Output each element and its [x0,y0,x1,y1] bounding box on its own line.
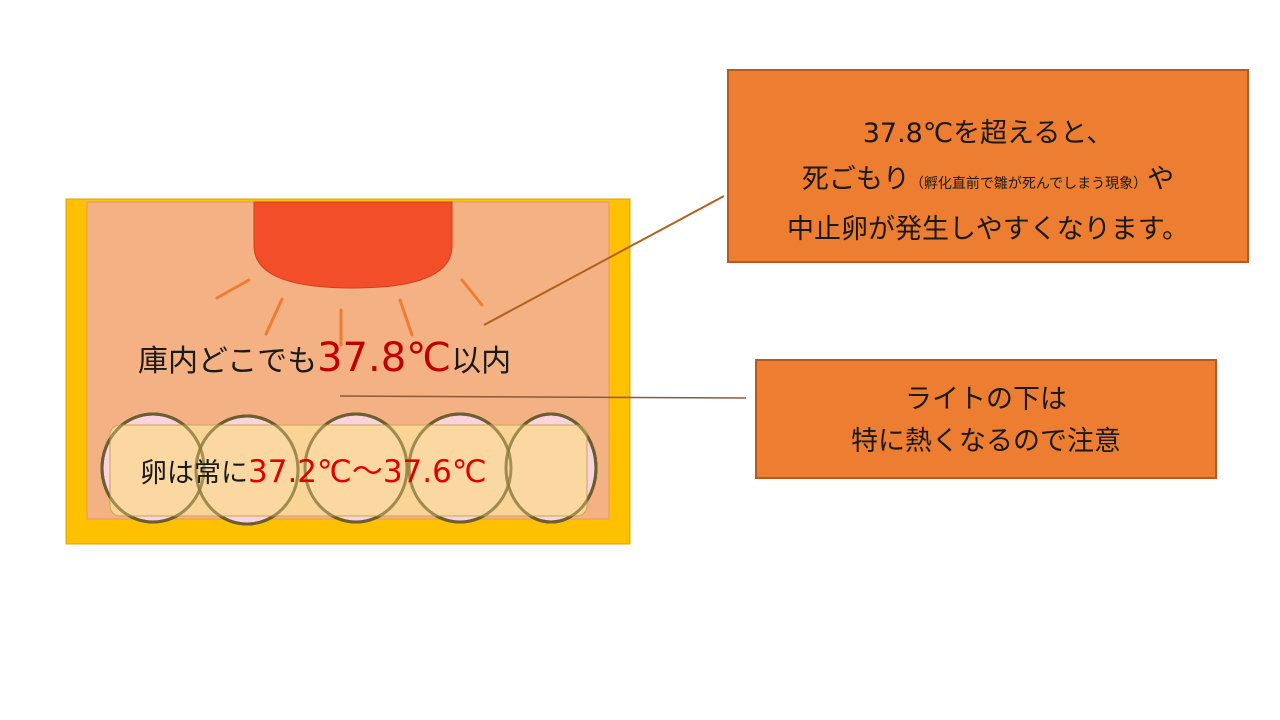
light-ray-icon [264,297,284,336]
callout-top-line3: 中止卵が発生しやすくなります。 [786,214,1190,245]
light-ray-icon [398,298,414,337]
max-temp-suffix: 以内 [451,344,512,379]
max-temp-prefix: 庫内どこでも [138,344,318,379]
callout-top-term: 死ごもり [801,164,910,195]
callout-top-line1: 37.8℃を超えると、 [862,118,1114,149]
callout-mid-line1: ライトの下は [905,384,1067,415]
callout-mid-line2: 特に熱くなるので注意 [851,426,1121,457]
max-temperature-label: 庫内どこでも37.8℃以内 [138,330,511,390]
connector-line-mid [339,395,747,399]
light-rays [215,278,484,347]
heat-lamp-icon [253,201,453,289]
egg-outline [407,412,513,524]
egg-temp-prefix: 卵は常に [140,458,248,489]
egg-temperature-label: 卵は常に37.2℃～37.6℃ [140,452,487,494]
egg-outline [100,412,206,524]
max-temp-value: 37.8℃ [317,335,452,381]
egg-outline [303,412,409,524]
light-ray-icon [460,278,484,307]
callout-top-line2: 死ごもり（孵化直前で雛が死んでしまう現象）や [729,157,1247,207]
callout-top-note: （孵化直前で雛が死んでしまう現象） [909,176,1148,192]
egg-temp-range: 37.2℃～37.6℃ [248,454,487,490]
egg-outline [194,414,300,526]
callout-top-line2-end: や [1147,164,1175,195]
light-ray-icon [215,278,251,300]
callout-lamp-caution: ライトの下は 特に熱くなるので注意 [755,359,1217,479]
callout-overheat-warning: 37.8℃を超えると、 死ごもり（孵化直前で雛が死んでしまう現象）や 中止卵が発… [727,69,1249,263]
connector-line-top [483,195,725,326]
egg-outline [504,412,598,524]
egg-tray [109,424,588,517]
